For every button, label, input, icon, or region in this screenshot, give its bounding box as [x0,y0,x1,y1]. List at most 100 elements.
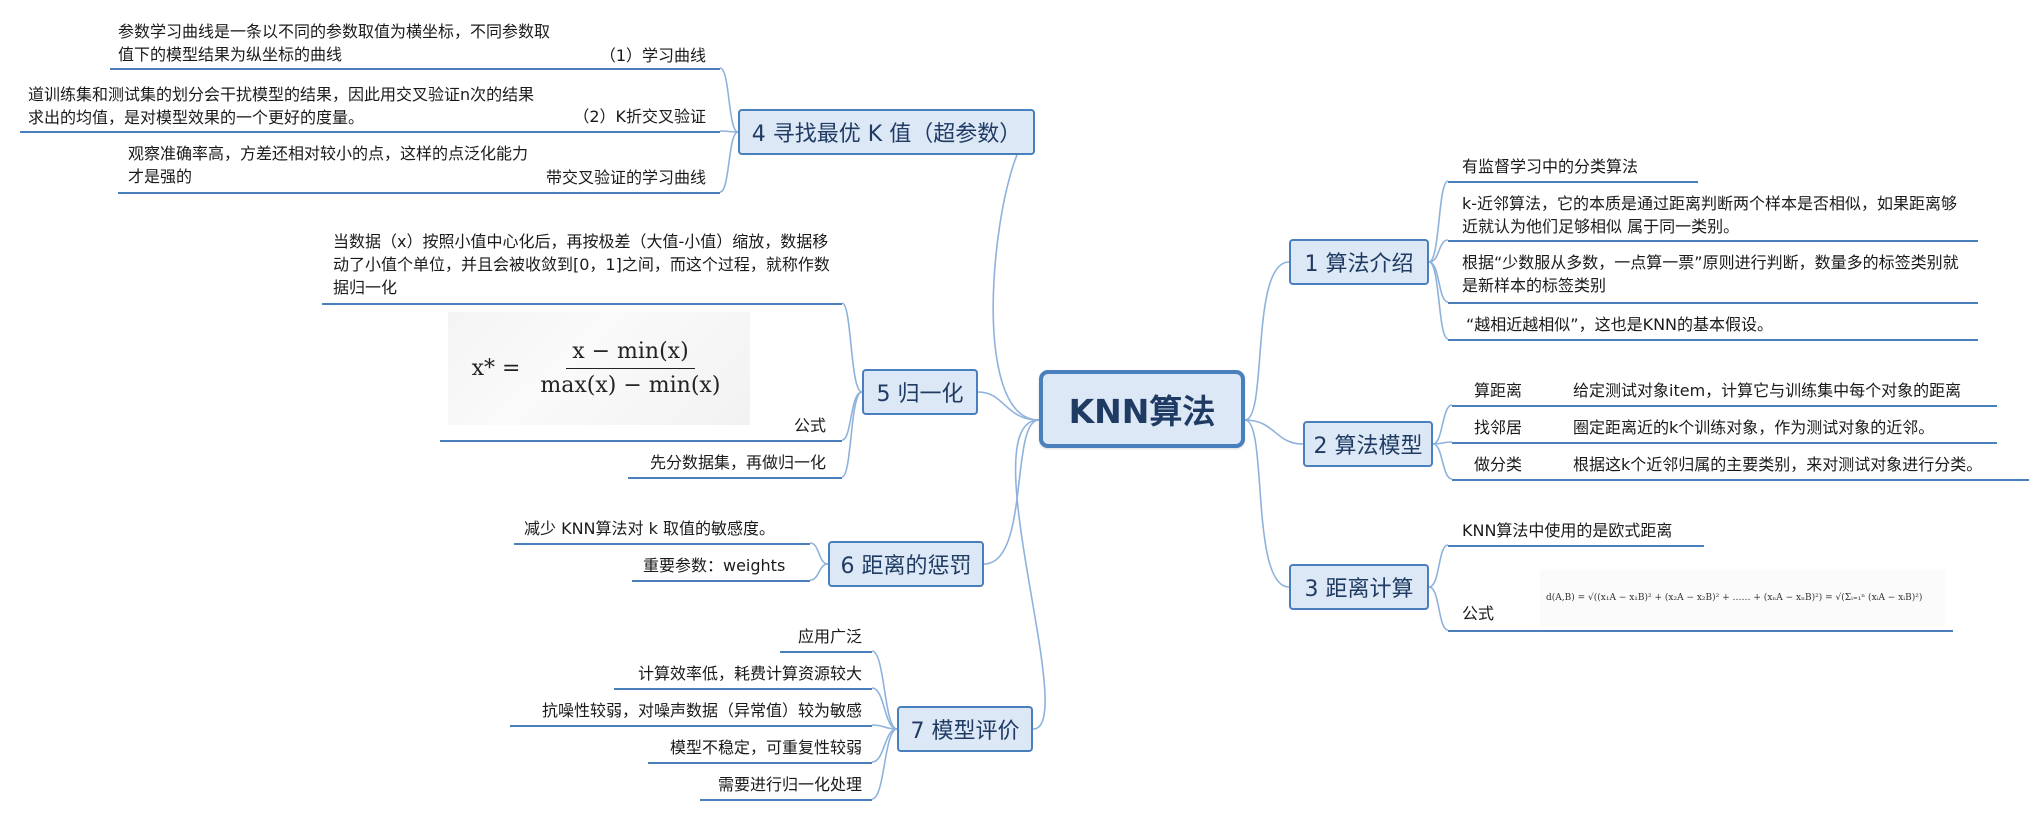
connector-root-to-penalty [983,419,1040,565]
topic-normalization[interactable]: 5 归一化 [862,369,978,415]
connector-evaluation-2 [871,687,898,730]
underline [780,651,872,653]
evaluation-item-2: 计算效率低，耗费计算资源较大 [637,664,862,683]
topic-algorithm-intro[interactable]: 1 算法介绍 [1289,239,1429,285]
topic-label: 2 算法模型 [1313,434,1423,459]
underline [110,68,560,70]
underline [1452,442,1552,444]
underline [1552,479,2029,481]
underline [118,192,518,194]
underline [628,477,842,479]
evaluation-item-3: 抗噪性较弱，对噪声数据（异常值）较为敏感 [541,701,862,720]
topic-label: 1 算法介绍 [1304,252,1414,277]
penalty-item-1: 减少 KNN算法对 k 取值的敏感度。 [524,519,775,538]
underline [20,131,545,133]
optimal-k-label-2: （2）K折交叉验证 [573,107,706,126]
connector-normalization-3 [841,391,863,478]
topic-label: 5 归一化 [876,382,964,407]
optimal-k-detail-2: 道训练集和测试集的划分会干扰模型的结果，因此用交叉验证n次的结果求出的均值，是对… [28,85,535,127]
topic-optimal-k[interactable]: 4 寻找最优 K 值（超参数） [738,109,1035,155]
model-key-neighbors: 找邻居 [1474,418,1523,437]
underline [632,580,810,582]
underline [700,799,872,801]
intro-item-3: 根据“少数服从多数，一点算一票”原则进行判断，数量多的标签类别就是新样本的标签类… [1462,253,1959,295]
connector-penalty-2 [809,563,829,581]
topic-label: 4 寻找最优 K 值（超参数） [751,122,1022,147]
underline [1448,630,1953,632]
underline [514,543,810,545]
penalty-item-2: 重要参数：weights [643,556,786,575]
evaluation-item-4: 模型不稳定，可重复性较弱 [669,738,862,757]
underline [1448,545,1704,547]
root-label: KNN算法 [1068,392,1216,431]
model-key-distance: 算距离 [1474,381,1523,400]
underline [1448,302,1978,304]
connector-optimal-k-2 [719,130,739,133]
connector-root-to-optimal-k [992,131,1040,421]
connector-distance-1 [1428,544,1449,588]
underline [648,762,872,764]
intro-item-2: k-近邻算法，它的本质是通过距离判断两个样本是否相似，如果距离够近就认为他们足够… [1462,194,1958,236]
optimal-k-label-3: 带交叉验证的学习曲线 [545,168,706,187]
optimal-k-label-1: （1）学习曲线 [599,46,706,65]
connector-model-3 [1432,443,1453,480]
connector-model-1 [1432,404,1453,445]
distance-item-euclidean: KNN算法中使用的是欧式距离 [1462,521,1673,540]
connector-optimal-k-3 [719,131,739,193]
underline [614,688,872,690]
underline [1452,405,1552,407]
connector-normalization-1 [841,302,863,393]
optimal-k-detail-3: 观察准确率高，方差还相对较小的点，这样的点泛化能力才是强的 [128,144,529,186]
model-value-neighbors: 圈定距离近的k个训练对象，作为测试对象的近邻。 [1573,418,1935,437]
connector-optimal-k-1 [719,67,739,133]
connector-evaluation-1 [871,650,898,730]
intro-item-1: 有监督学习中的分类算法 [1462,157,1639,176]
underline [560,68,720,70]
normalization-desc: 当数据（x）按照小值中心化后，再按极差（大值-小值）缩放，数据移动了小值个单位，… [333,232,830,297]
evaluation-item-5: 需要进行归一化处理 [717,775,862,794]
underline [518,192,720,194]
euclidean-formula-text: d(A,B) = √((x₁A − x₁B)² + (x₂A − x₂B)² +… [1546,593,1923,603]
connector-root-to-evaluation [1014,419,1046,730]
underline [545,131,720,133]
evaluation-item-1: 应用广泛 [797,627,862,646]
topic-label: 3 距离计算 [1304,577,1414,602]
connector-penalty-1 [809,542,829,565]
optimal-k-detail-1: 参数学习曲线是一条以不同的参数取值为横坐标，不同参数取值下的模型结果为纵坐标的曲… [118,22,551,64]
connector-distance-2 [1428,586,1449,631]
formula-denominator: max(x) − min(x) [540,373,721,398]
underline [1448,240,1978,242]
topic-distance-calc[interactable]: 3 距离计算 [1289,564,1429,610]
intro-item-4: “越相近越相似”，这也是KNN的基本假设。 [1466,315,1774,334]
topic-distance-penalty[interactable]: 6 距离的惩罚 [828,541,984,587]
formula-lhs: x* = [471,356,521,381]
underline [1448,339,1978,341]
underline [1452,479,1552,481]
normalization-note: 先分数据集，再做归一化 [649,453,826,472]
topic-algorithm-model[interactable]: 2 算法模型 [1303,421,1433,467]
formula-numerator: x − min(x) [566,339,695,369]
connector-evaluation-4 [871,728,898,763]
model-value-classify: 根据这k个近邻归属的主要类别，来对测试对象进行分类。 [1573,455,1983,474]
connector-intro-4 [1428,261,1449,340]
underline [1552,405,1997,407]
euclidean-formula: d(A,B) = √((x₁A − x₁B)² + (x₂A − x₂B)² +… [1540,570,1946,626]
connector-evaluation-5 [871,728,898,800]
connector-intro-2 [1428,239,1449,263]
model-value-distance: 给定测试对象item，计算它与训练集中每个对象的距离 [1573,381,1962,400]
connector-root-to-intro [1244,261,1290,421]
topic-label: 6 距离的惩罚 [840,554,972,579]
model-key-classify: 做分类 [1474,455,1523,474]
distance-formula-label: 公式 [1462,604,1495,623]
underline [1448,181,1698,183]
underline [322,303,842,305]
topic-model-evaluation[interactable]: 7 模型评价 [897,706,1033,752]
connector-root-to-normalization [977,391,1040,421]
root-topic[interactable]: KNN算法 [1039,370,1245,448]
underline [510,725,872,727]
topic-label: 7 模型评价 [910,719,1020,744]
connector-intro-1 [1428,180,1449,263]
connector-root-to-distance [1244,419,1290,588]
